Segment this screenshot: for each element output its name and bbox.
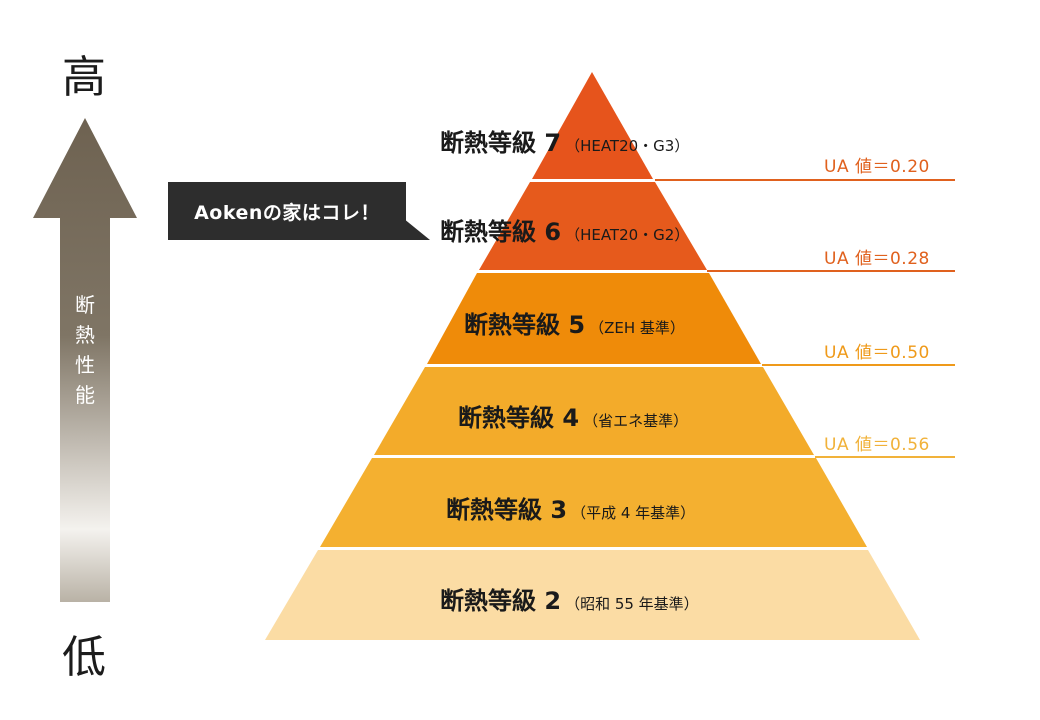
- ua-value-label: UA 値＝0.56: [824, 435, 930, 455]
- axis-char: 能: [75, 383, 95, 407]
- axis-title: 断 熱 性 能: [68, 290, 102, 410]
- pyramid-tier-3: [320, 458, 867, 547]
- pyramid-tier-2: [265, 550, 920, 640]
- low-label: 低: [62, 632, 106, 683]
- callout-text: Aokenの家はコレ！: [194, 201, 380, 224]
- level-sub: （HEAT20・G3）: [565, 137, 690, 155]
- level-sub: （平成 4 年基準）: [571, 504, 696, 522]
- level-label-2: 断熱等級 2（昭和 55 年基準）: [440, 581, 699, 616]
- level-sub: （省エネ基準）: [583, 412, 689, 430]
- high-label: 高: [62, 52, 106, 103]
- level-label-6: 断熱等級 6（HEAT20・G2）: [440, 212, 689, 247]
- performance-arrow: [33, 118, 137, 602]
- level-main: 断熱等級 4: [458, 404, 580, 432]
- level-label-7: 断熱等級 7（HEAT20・G3）: [440, 123, 689, 158]
- callout-box: Aokenの家はコレ！: [168, 182, 406, 240]
- pyramid-tier-5: [427, 273, 761, 364]
- level-label-4: 断熱等級 4（省エネ基準）: [458, 398, 688, 433]
- level-main: 断熱等級 5: [464, 311, 586, 339]
- level-sub: （昭和 55 年基準）: [565, 595, 699, 613]
- axis-char: 性: [75, 353, 95, 377]
- axis-char: 断: [75, 293, 95, 317]
- callout-tail: [398, 214, 430, 240]
- level-main: 断熱等級 6: [440, 218, 562, 246]
- level-main: 断熱等級 7: [440, 129, 562, 157]
- ua-value-label: UA 値＝0.20: [824, 157, 930, 177]
- pyramid-tier-6: [479, 182, 707, 270]
- ua-value-label: UA 値＝0.50: [824, 343, 930, 363]
- pyramid-tier-7: [532, 72, 653, 179]
- level-sub: （ZEH 基準）: [589, 319, 685, 337]
- axis-char: 熱: [75, 323, 95, 347]
- pyramid-tier-4: [374, 367, 814, 455]
- level-main: 断熱等級 3: [446, 496, 568, 524]
- level-main: 断熱等級 2: [440, 587, 562, 615]
- level-label-3: 断熱等級 3（平成 4 年基準）: [446, 490, 695, 525]
- level-label-5: 断熱等級 5（ZEH 基準）: [464, 305, 685, 340]
- ua-value-label: UA 値＝0.28: [824, 249, 930, 269]
- level-sub: （HEAT20・G2）: [565, 226, 690, 244]
